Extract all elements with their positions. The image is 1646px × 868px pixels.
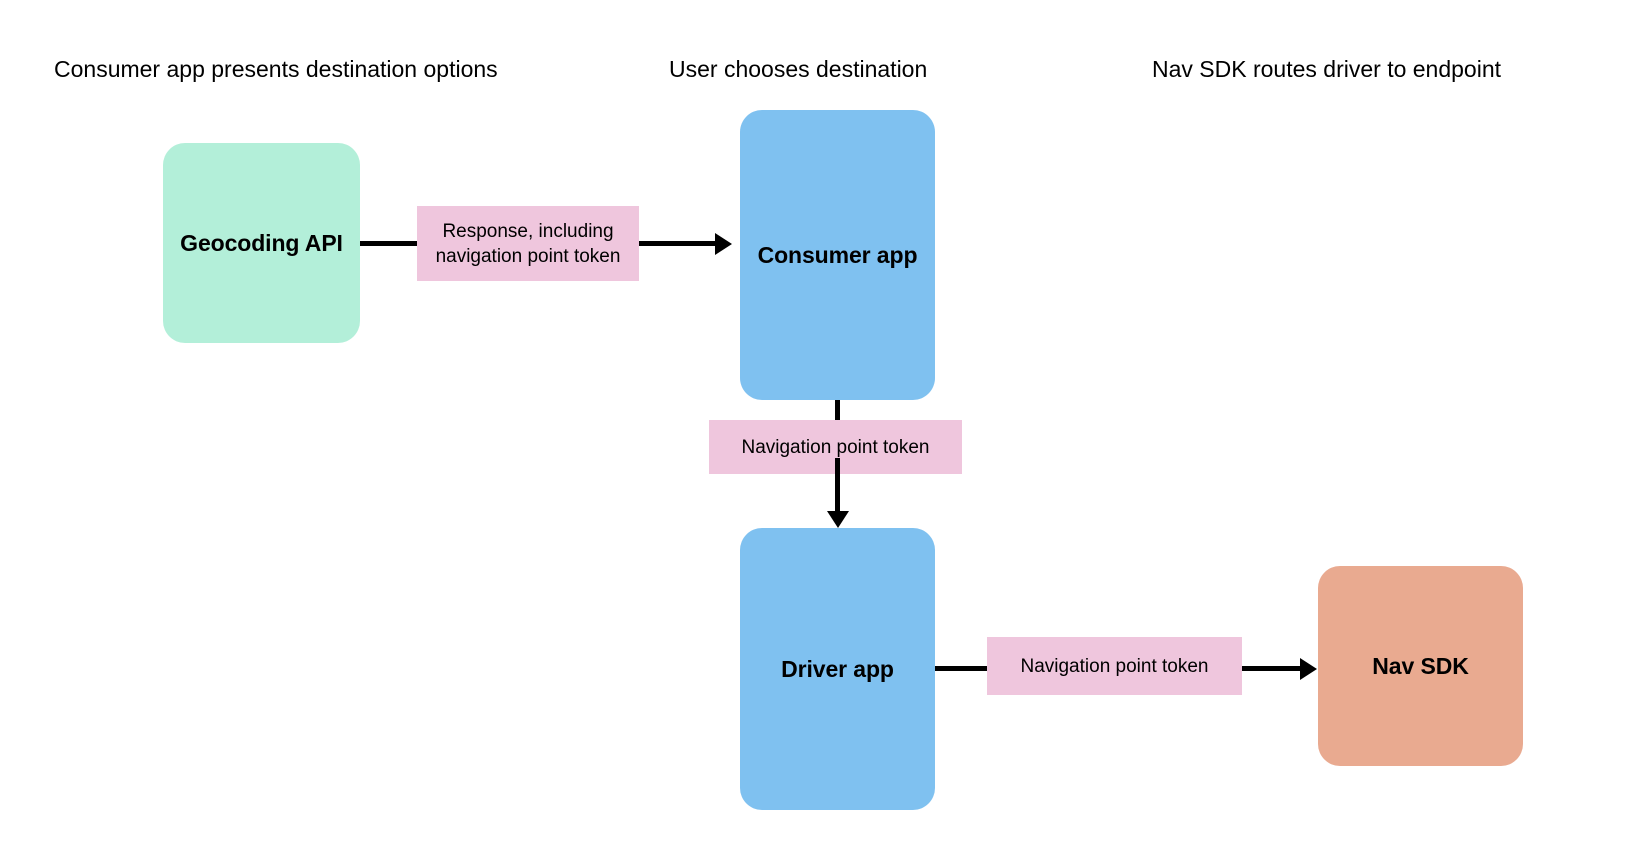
node-nav-sdk[interactable]: Nav SDK (1318, 566, 1523, 766)
column-header-user: User chooses destination (669, 56, 928, 82)
node-consumer-app[interactable]: Consumer app (740, 110, 935, 400)
edge-geocoding-to-consumer-line-right (639, 241, 715, 246)
edge-label-token-driver-navsdk-text: Navigation point token (1020, 655, 1209, 677)
edge-driver-to-navsdk-line-left (935, 666, 987, 671)
edge-geocoding-to-consumer-line-left (360, 241, 417, 246)
node-driver-app-label: Driver app (781, 656, 894, 682)
edge-consumer-to-driver-line-bottom (835, 458, 840, 511)
column-header-consumer: Consumer app presents destination option… (54, 56, 498, 82)
edge-label-token-driver-navsdk-chip: Navigation point token (987, 637, 1242, 695)
edge-consumer-to-driver-arrowhead (827, 511, 849, 528)
node-consumer-app-label: Consumer app (757, 242, 918, 268)
node-geocoding-api[interactable]: Geocoding API (163, 143, 360, 343)
node-nav-sdk-label: Nav SDK (1372, 653, 1469, 679)
edge-label-response-text: Response, including navigation point tok… (435, 220, 621, 267)
edge-geocoding-to-consumer-arrowhead (715, 233, 732, 255)
edge-driver-to-navsdk-arrowhead (1300, 658, 1317, 680)
edge-driver-to-navsdk-line-right (1242, 666, 1300, 671)
node-geocoding-api-label: Geocoding API (180, 230, 343, 256)
edge-label-response-chip: Response, including navigation point tok… (417, 206, 639, 281)
node-driver-app[interactable]: Driver app (740, 528, 935, 810)
column-header-navsdk: Nav SDK routes driver to endpoint (1152, 56, 1502, 82)
edge-label-token-consumer-driver-text: Navigation point token (741, 436, 930, 458)
